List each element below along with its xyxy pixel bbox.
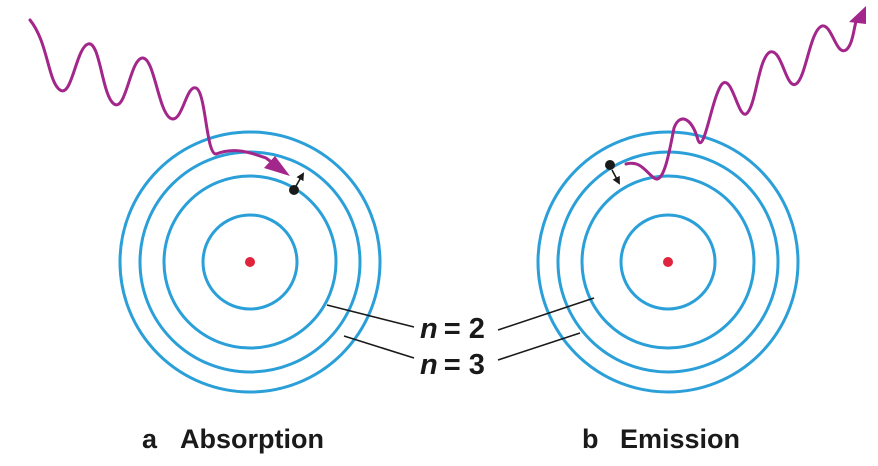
level-symbol: n: [420, 349, 438, 381]
level-value: = 3: [444, 349, 485, 381]
electron: [605, 160, 615, 170]
photon-arrowhead: [264, 156, 290, 176]
level-label-n3: n= 3: [420, 349, 485, 381]
orbit-4: [536, 130, 800, 394]
panel-b-letter: b: [582, 424, 599, 454]
de-excitation-arrow: [611, 169, 620, 185]
excitation-arrow: [295, 172, 305, 187]
leader-b-n2: [497, 297, 595, 331]
outgoing-photon: [624, 14, 860, 181]
panel-b-title: Emission: [620, 424, 740, 454]
level-value: = 2: [444, 313, 485, 345]
panel-a-letter: a: [142, 424, 158, 454]
orbit-4: [118, 130, 382, 394]
leader-a-n2: [326, 304, 415, 328]
leader-b-n3: [497, 332, 581, 361]
level-symbol: n: [420, 313, 438, 345]
orbit-1: [619, 213, 717, 311]
nucleus: [245, 257, 255, 267]
leader-a-n3: [343, 335, 415, 359]
orbit-2: [162, 174, 338, 350]
orbit-1: [201, 213, 299, 311]
absorption-atom: [28, 18, 382, 394]
level-label-n2: n= 2: [420, 313, 485, 345]
level-leaders: [326, 297, 595, 361]
emission-atom: [536, 6, 866, 394]
incoming-photon: [28, 18, 276, 166]
panel-a-title: Absorption: [180, 424, 324, 454]
nucleus: [663, 257, 673, 267]
photon-arrowhead: [849, 6, 866, 24]
electron: [289, 185, 299, 195]
orbit-2: [580, 174, 756, 350]
